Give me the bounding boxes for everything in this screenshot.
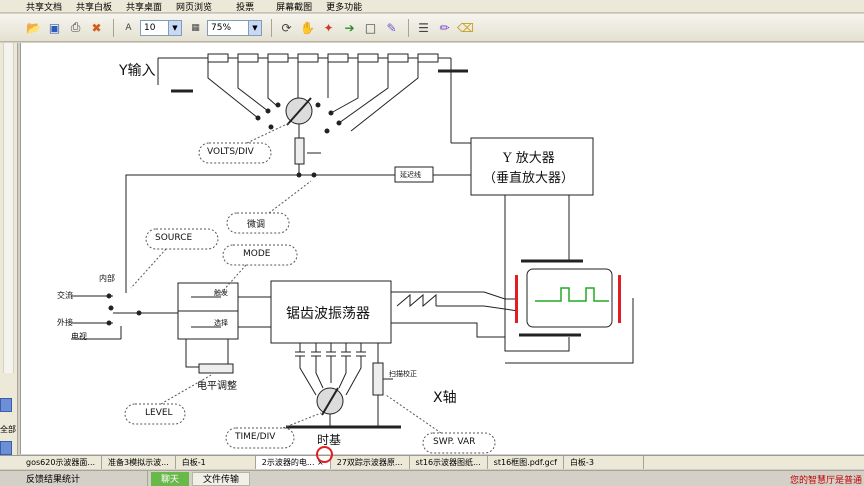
- toolbar: 📂 ▣ ⎙ ✖ A 10 ▼ ▦ 75% ▼ ⟳ ✋ ✦ ➔ □ ✎ ☰ ✏ ⌫: [0, 14, 864, 42]
- level-callout: [124, 403, 186, 425]
- menu-share-doc[interactable]: 共享文档: [26, 2, 63, 13]
- toolbar-separator: [271, 18, 272, 37]
- panel-toggle-button[interactable]: [0, 441, 12, 455]
- y-amplifier-box: [470, 137, 594, 196]
- chevron-down-icon[interactable]: ▼: [168, 20, 181, 35]
- level-pot: [198, 363, 234, 374]
- left-strip-label: 全部: [0, 425, 16, 434]
- swp-var-callout: [422, 432, 496, 454]
- vertical-scrollbar[interactable]: [3, 43, 14, 373]
- level-label: LEVEL: [145, 408, 173, 418]
- save-icon[interactable]: ▣: [48, 20, 61, 35]
- volts-div-callout: [198, 142, 272, 164]
- crt-trace: [535, 287, 609, 302]
- cursor-highlight-ring: [316, 446, 333, 463]
- external-label: 外接: [57, 318, 73, 327]
- notice-marquee: 您的智慧厅是普通: [789, 476, 862, 486]
- attenuator-taps: [207, 62, 419, 132]
- pen-icon[interactable]: ✎: [386, 20, 397, 35]
- delay-line-box: [394, 166, 434, 183]
- doc-tab[interactable]: st16示波器图纸...: [409, 456, 488, 469]
- doc-tab-active[interactable]: 2示波器的电... ×: [255, 456, 331, 469]
- zoom-value: 75%: [211, 22, 232, 33]
- menu-share-whiteboard[interactable]: 共享白板: [76, 2, 113, 13]
- close-icon[interactable]: ✖: [91, 20, 102, 35]
- y-input-label: Y输入: [119, 63, 156, 79]
- internal-label: 内部: [99, 274, 115, 283]
- eraser-icon[interactable]: ⌫: [457, 20, 474, 35]
- mode-callout: [222, 244, 298, 266]
- menu-vote[interactable]: 投票: [236, 2, 255, 13]
- file-transfer-tab[interactable]: 文件传输: [192, 471, 251, 486]
- swp-var-label: SWP. VAR: [433, 437, 476, 447]
- y-amplifier-label: Y 放大器: [503, 151, 555, 166]
- trigger-label: 触发: [214, 289, 228, 297]
- doc-tab[interactable]: st16框图.pdf.gcf: [487, 456, 564, 469]
- select-label: 选择: [214, 319, 228, 327]
- volts-div-label: VOLTS/DIV: [207, 147, 254, 157]
- zoom-select[interactable]: 75% ▼: [207, 19, 262, 36]
- fine-adjust-label: 微调: [247, 220, 266, 230]
- oscilloscope-block-diagram: [71, 53, 634, 454]
- status-bar: 反馈结果统计 聊天 文件传输 您的智慧厅是普通: [0, 470, 864, 486]
- level-adjust-label: 电平调整: [197, 381, 237, 392]
- chevron-down-icon[interactable]: ▼: [248, 20, 261, 35]
- panel-toggle-button[interactable]: [0, 398, 12, 412]
- menu-screenshot[interactable]: 屏幕截图: [276, 2, 313, 13]
- arrow-icon[interactable]: ➔: [344, 20, 355, 35]
- time-div-label: TIME/DIV: [235, 432, 276, 442]
- mains-label: 电视: [71, 332, 87, 341]
- doc-tab[interactable]: 27双踪示波器原...: [330, 456, 410, 469]
- toolbar-separator: [408, 18, 409, 37]
- open-icon[interactable]: 📂: [26, 20, 41, 35]
- attenuator-resistors: [207, 53, 439, 63]
- zoom-icon[interactable]: ▦: [191, 22, 200, 33]
- font-size-select[interactable]: 10 ▼: [140, 19, 182, 36]
- line-style-icon[interactable]: ☰: [418, 20, 429, 35]
- timing-capacitors: [295, 343, 366, 396]
- color-pen-icon[interactable]: ✏: [439, 20, 450, 35]
- sweep-cal-label: 扫描校正: [389, 370, 417, 378]
- chat-tab[interactable]: 聊天: [151, 471, 190, 486]
- document-tab-bar: gos620示波器面... 准备3模拟示波... 白板-1 2示波器的电... …: [0, 455, 864, 469]
- deflection-plate-right: [618, 275, 621, 323]
- doc-tab[interactable]: 准备3模拟示波...: [102, 456, 176, 469]
- magic-wand-icon[interactable]: ✦: [323, 20, 334, 35]
- delay-line-label: 延迟线: [400, 171, 421, 179]
- rotate-icon[interactable]: ⟳: [281, 20, 292, 35]
- toolbar-separator: [113, 18, 114, 37]
- document-canvas[interactable]: Y输入 VOLTS/DIV 微调 SOURCE MODE 内部 交流 外接 电视…: [20, 43, 864, 454]
- doc-tab[interactable]: gos620示波器面...: [20, 456, 103, 469]
- doc-tab[interactable]: 白板-3: [563, 456, 644, 469]
- sweep-generator-box: [270, 280, 392, 344]
- font-size-value: 10: [144, 22, 156, 33]
- doc-tab[interactable]: 白板-1: [175, 456, 256, 469]
- x-axis-label: X轴: [433, 390, 457, 406]
- mode-label: MODE: [243, 249, 271, 259]
- time-base-label: 时基: [317, 433, 342, 447]
- source-label: SOURCE: [155, 233, 193, 243]
- sweep-generator-label: 锯齿波振荡器: [286, 306, 370, 322]
- menu-more[interactable]: 更多功能: [326, 2, 363, 13]
- print-icon[interactable]: ⎙: [70, 20, 81, 34]
- feedback-stats-label[interactable]: 反馈结果统计: [0, 471, 148, 486]
- deflection-plate-left: [515, 275, 518, 323]
- menu-web-browse[interactable]: 网页浏览: [176, 2, 213, 13]
- hand-icon[interactable]: ✋: [300, 20, 315, 35]
- time-div-callout: [225, 427, 295, 449]
- text-box-icon[interactable]: □: [364, 20, 377, 35]
- menu-bar: 共享文档 共享白板 共享桌面 网页浏览 投票 屏幕截图 更多功能: [0, 0, 864, 13]
- fine-adjust-callout: [226, 212, 290, 234]
- fine-adjust-resistor: [294, 137, 305, 165]
- bold-icon[interactable]: A: [125, 22, 132, 33]
- y-amplifier-sublabel: （垂直放大器）: [483, 171, 575, 186]
- swp-var-resistor: [372, 362, 384, 396]
- menu-share-desktop[interactable]: 共享桌面: [126, 2, 163, 13]
- left-panel-strip: 全部: [0, 43, 18, 456]
- ac-label: 交流: [57, 291, 73, 300]
- source-callout: [145, 228, 219, 250]
